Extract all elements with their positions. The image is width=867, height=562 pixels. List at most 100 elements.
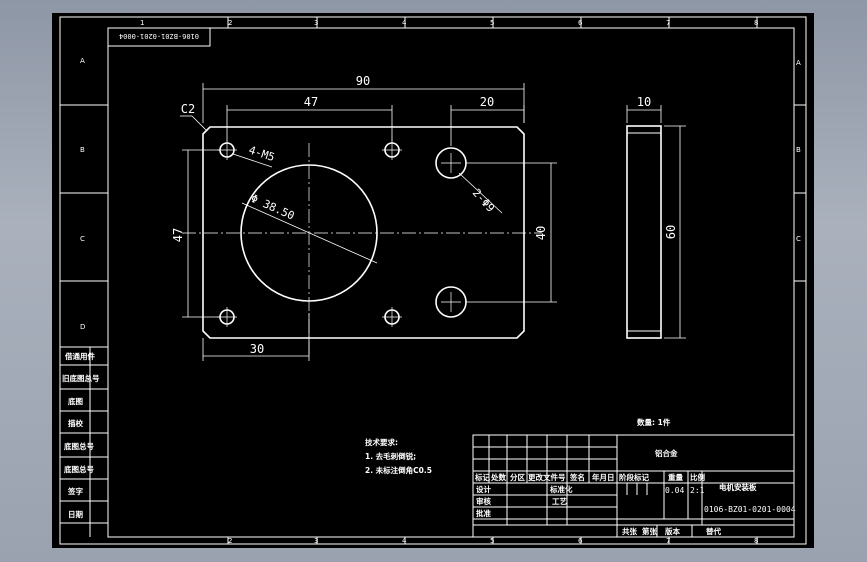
plate-outline	[202, 126, 525, 339]
tech-req-title: 技术要求:	[365, 437, 398, 447]
weight-value: 0.04	[665, 486, 684, 495]
dim-20-lines	[450, 105, 525, 146]
header-date: 年月日	[592, 472, 615, 482]
drawing-number-rotated: 0106-BZ01-0201-0004	[119, 32, 199, 40]
scale-header: 比例	[690, 472, 705, 482]
footer-version: 版本	[664, 526, 680, 536]
header-change-doc: 更改文件号	[528, 472, 566, 482]
quantity-note: 数量: 1件	[637, 417, 671, 427]
inner-border	[107, 27, 795, 538]
dim-47-top-lines	[226, 105, 393, 141]
dim-30-text: 30	[250, 342, 264, 356]
part-name: 电机安装板	[719, 482, 757, 492]
through-holes	[435, 147, 467, 318]
header-signature: 签名	[569, 472, 585, 482]
zone-column-labels: 1 2 3 4 5 6 7 8 2 3 4 5 6 7 8	[140, 19, 758, 545]
col-label-2: 2	[228, 19, 232, 27]
weight-header: 重量	[668, 472, 683, 482]
footer-total-sheets: 共张	[622, 526, 637, 536]
row-label-b: B	[80, 146, 85, 154]
col-label-3: 3	[314, 19, 318, 27]
tech-req-item-1: 1. 去毛刺倒锐;	[365, 451, 416, 461]
col-label-4: 4	[402, 19, 407, 27]
outer-border	[59, 16, 807, 545]
row-label-d: D	[80, 323, 85, 331]
left-panel-label-2: 旧底图总号	[62, 373, 100, 383]
bore-label: Φ 38.50	[249, 192, 297, 223]
role-design: 设计	[476, 484, 491, 494]
header-count: 处数	[490, 472, 506, 482]
chamfer-label: C2	[181, 102, 195, 116]
plate-side-view: 10 60	[626, 95, 686, 339]
technical-requirements: 技术要求: 1. 去毛刺倒锐; 2. 未标注倒角C0.5	[365, 437, 432, 475]
col-label-7: 7	[666, 19, 670, 27]
zone-ticks	[227, 17, 806, 544]
dim-90-lines	[202, 83, 525, 123]
tech-req-item-2: 2. 未标注倒角C0.5	[365, 465, 432, 475]
dim-60-text: 60	[664, 225, 678, 239]
tapped-holes	[219, 142, 400, 325]
left-panel-label-7: 签字	[67, 486, 83, 496]
through-hole-centers	[441, 153, 461, 312]
title-block: 铝合金 标记 处数 分区 更改文件号 签名 年月日 阶段标记 重量 比例 设计 …	[472, 434, 796, 538]
left-panel-label-3: 底图	[68, 396, 83, 406]
chamfer-leader	[180, 115, 207, 131]
left-panel-label-4: 描校	[68, 418, 83, 428]
footer-sheet-no: 第张	[642, 526, 657, 536]
header-mark: 标记	[474, 472, 490, 482]
material-label: 铝合金	[655, 448, 678, 458]
left-panel-label-8: 日期	[68, 509, 83, 519]
tapped-hole-centers	[217, 140, 402, 327]
col-label-5: 5	[490, 19, 494, 27]
dim-30-lines	[202, 313, 310, 361]
col-label-8: 8	[754, 19, 758, 27]
bore-leader	[241, 202, 378, 264]
left-panel-label-6: 底图总号	[64, 464, 94, 474]
drawing-number: 0106-BZ01-0201-0004	[704, 505, 796, 514]
col-label-4-bottom: 4	[402, 537, 407, 545]
bore-circle	[240, 164, 378, 302]
col-label-6-bottom: 6	[578, 537, 583, 545]
dim-47-left-text: 47	[171, 228, 185, 242]
zone-row-labels: A B C D A B C	[80, 57, 801, 331]
col-label-2-bottom: 2	[228, 537, 232, 545]
left-panel-label-1: 借通用件	[64, 351, 95, 361]
dim-90-text: 90	[356, 74, 370, 88]
technical-drawing: 1 2 3 4 5 6 7 8 2 3 4 5 6 7 8 A B C D A …	[59, 16, 807, 545]
dim-40-text: 40	[534, 226, 548, 240]
row-label-a-right: A	[796, 59, 801, 67]
phi9-leader	[458, 172, 503, 214]
col-label-6: 6	[578, 19, 583, 27]
role-review: 审核	[476, 496, 491, 506]
row-label-c: C	[80, 235, 85, 243]
stage-mark-header: 阶段标记	[619, 472, 649, 482]
dim-20-text: 20	[480, 95, 494, 109]
col-label-3-bottom: 3	[314, 537, 318, 545]
phi9-label: 2-Φ9	[470, 186, 497, 214]
role-process: 工艺	[552, 496, 567, 506]
m5-leader	[232, 153, 273, 168]
col-label-8-bottom: 8	[754, 537, 758, 545]
footer-replaces: 替代	[706, 526, 721, 536]
left-zone-column	[60, 104, 108, 348]
dim-47-left-lines	[182, 149, 220, 318]
col-label-1: 1	[140, 19, 144, 27]
drawing-sheet: 1 2 3 4 5 6 7 8 2 3 4 5 6 7 8 A B C D A …	[52, 13, 814, 548]
role-standardize: 标准化	[549, 484, 573, 494]
col-label-7-bottom: 7	[666, 537, 670, 545]
left-record-panel: 借通用件 旧底图总号 底图 描校 底图总号 底图总号 签字 日期	[60, 347, 108, 537]
drawing-number-box: 0106-BZ01-0201-0004	[107, 27, 211, 47]
row-label-a: A	[80, 57, 85, 65]
scale-value: 2:1	[690, 486, 705, 495]
dim-47-top-text: 47	[304, 95, 318, 109]
row-label-b-right: B	[796, 146, 801, 154]
row-label-c-right: C	[796, 235, 801, 243]
plate-front-view: 90 47 20 47 40 30	[171, 74, 557, 361]
left-panel-label-5: 底图总号	[64, 441, 94, 451]
header-zone: 分区	[510, 472, 525, 482]
role-approve: 批准	[476, 508, 491, 518]
col-label-5-bottom: 5	[490, 537, 494, 545]
dim-40-lines	[466, 162, 557, 303]
m5-label: 4-M5	[247, 143, 276, 164]
dim-10-text: 10	[637, 95, 651, 109]
